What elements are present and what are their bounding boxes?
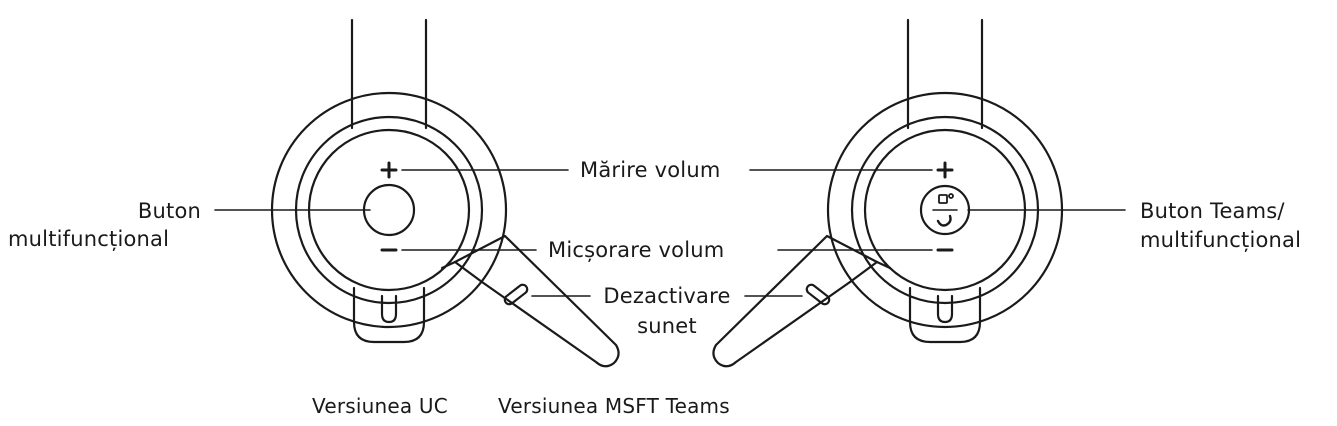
teams-volume-up-icon[interactable] <box>936 161 954 179</box>
phone-icon <box>936 214 952 227</box>
teams-ear-hook-slot <box>936 294 954 324</box>
multifunction-label: Buton <box>137 199 201 223</box>
caption-uc: Versiunea UC <box>312 394 448 418</box>
uc-multifunction-button[interactable] <box>362 183 416 237</box>
multifunction-label-line2: multifuncțional <box>8 227 170 251</box>
teams-logo-icon <box>938 193 954 204</box>
uc-headset <box>214 18 620 368</box>
uc-ear-hook-slot <box>380 294 398 324</box>
teams-mute-button[interactable] <box>805 283 831 306</box>
teams-ear-hook <box>908 286 982 344</box>
teams-headset <box>712 18 1126 368</box>
teams-button-label: Buton Teams/ multifuncțional <box>1140 199 1302 252</box>
uc-mute-button[interactable] <box>503 283 529 306</box>
uc-ear-hook <box>352 286 426 344</box>
uc-volume-up-icon[interactable] <box>380 161 398 179</box>
caption-teams: Versiunea MSFT Teams <box>498 394 730 418</box>
uc-boom-mic <box>453 234 620 368</box>
volume-up-label: Mărire volum <box>580 158 721 182</box>
teams-boom-mic <box>712 234 879 368</box>
mute-label: Dezactivare sunet <box>603 284 731 338</box>
volume-down-label: Micșorare volum <box>548 238 725 262</box>
